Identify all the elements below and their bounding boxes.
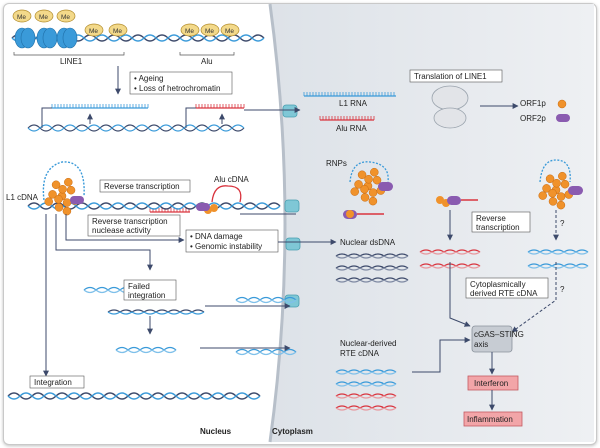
question-mark-1: ? [560,219,565,228]
nuclear-derived-cdna [335,369,397,411]
inflammation-box: Inflammation [463,411,523,427]
orf1p-label: ORF1p [520,99,546,108]
me-circle [84,23,104,37]
rnps-label: RNPs [326,159,347,168]
me-circle [12,9,32,23]
nuclear-dsdna-label: Nuclear dsDNA [340,238,396,247]
me-label: Me [205,28,214,35]
me-label: Me [17,14,26,21]
orf1p-cluster [44,177,84,216]
l1-cdna-loop [42,161,85,201]
transcription-dna [27,124,245,132]
failed-integration-dna [83,286,297,356]
orf2p-label: ORF2p [520,114,546,123]
rt-cyto-line1: Reverse [476,214,506,223]
nuclear-derived-line2: RTE cDNA [340,349,380,358]
ageing-text: • Ageing [134,74,164,83]
failed-line2: integration [128,291,165,300]
inflammation-label: Inflammation [467,415,513,424]
rnp-cluster [349,161,393,206]
ribosome [431,85,469,129]
me-label: Me [61,14,70,21]
cyto-cdna-blue [527,249,589,269]
me-circle [200,23,220,37]
rt-label: Reverse transcription [104,182,180,191]
genomic-instability-text: • Genomic instability [190,242,262,251]
cyto-rnp-left [436,196,478,207]
me-circle [34,9,54,23]
nucleus-label: Nucleus [200,427,232,436]
me-label: Me [113,28,122,35]
nuclear-dsdna-fragments [335,253,409,283]
l1-cdna-label: L1 cDNA [6,193,39,202]
cytoplasm-label: Cytoplasm [272,427,313,436]
rnp-small [343,210,384,219]
rt-nuclease-line2: nuclease activity [92,226,151,235]
line1-bracket [13,52,125,56]
me-circle [180,23,200,37]
alu-label: Alu [201,57,213,66]
me-label: Me [185,28,194,35]
integration-label: Integration [34,378,72,387]
translation-label: Translation of LINE1 [414,72,487,81]
rt-cyto-line2: transcription [476,223,520,232]
me-circle [108,23,128,37]
me-circle [220,23,240,37]
cgas-sting-box: cGAS–STING axis [471,325,524,353]
nuclear-membrane [268,3,287,443]
me-label: Me [89,28,98,35]
cytoplasm-region [270,4,594,442]
nuclear-derived-line1: Nuclear-derived [340,339,396,348]
question-mark-2: ? [560,285,565,294]
me-label: Me [225,28,234,35]
cgas-sting-line2: axis [474,340,488,349]
cyto-cdna-line1: Cytoplasmically [470,280,526,289]
interferon-label: Interferon [474,379,508,388]
alu-cdna-label: Alu cDNA [214,175,249,184]
me-label: Me [39,14,48,21]
alu-bracket [179,52,235,56]
alu-rna-label: Alu RNA [336,124,367,133]
cyto-cdna-line2: derived RTE cDNA [470,289,538,298]
heterochromatin-text: • Loss of hetrochromatin [134,84,220,93]
cgas-sting-line1: cGAS–STING [474,330,524,339]
me-circle [56,9,76,23]
l1-rna-label: L1 RNA [339,99,368,108]
cyto-rnp-right [538,159,583,210]
failed-line1: Failed [128,282,150,291]
integrated-dna [7,392,261,400]
alu-cdna-loop [211,185,242,203]
interferon-box: Interferon [467,375,519,391]
nucleosomes [14,27,78,49]
rt-nuclease-line1: Reverse transcription [92,217,168,226]
dna-damage-text: • DNA damage [190,232,243,241]
line1-label: LINE1 [60,57,83,66]
